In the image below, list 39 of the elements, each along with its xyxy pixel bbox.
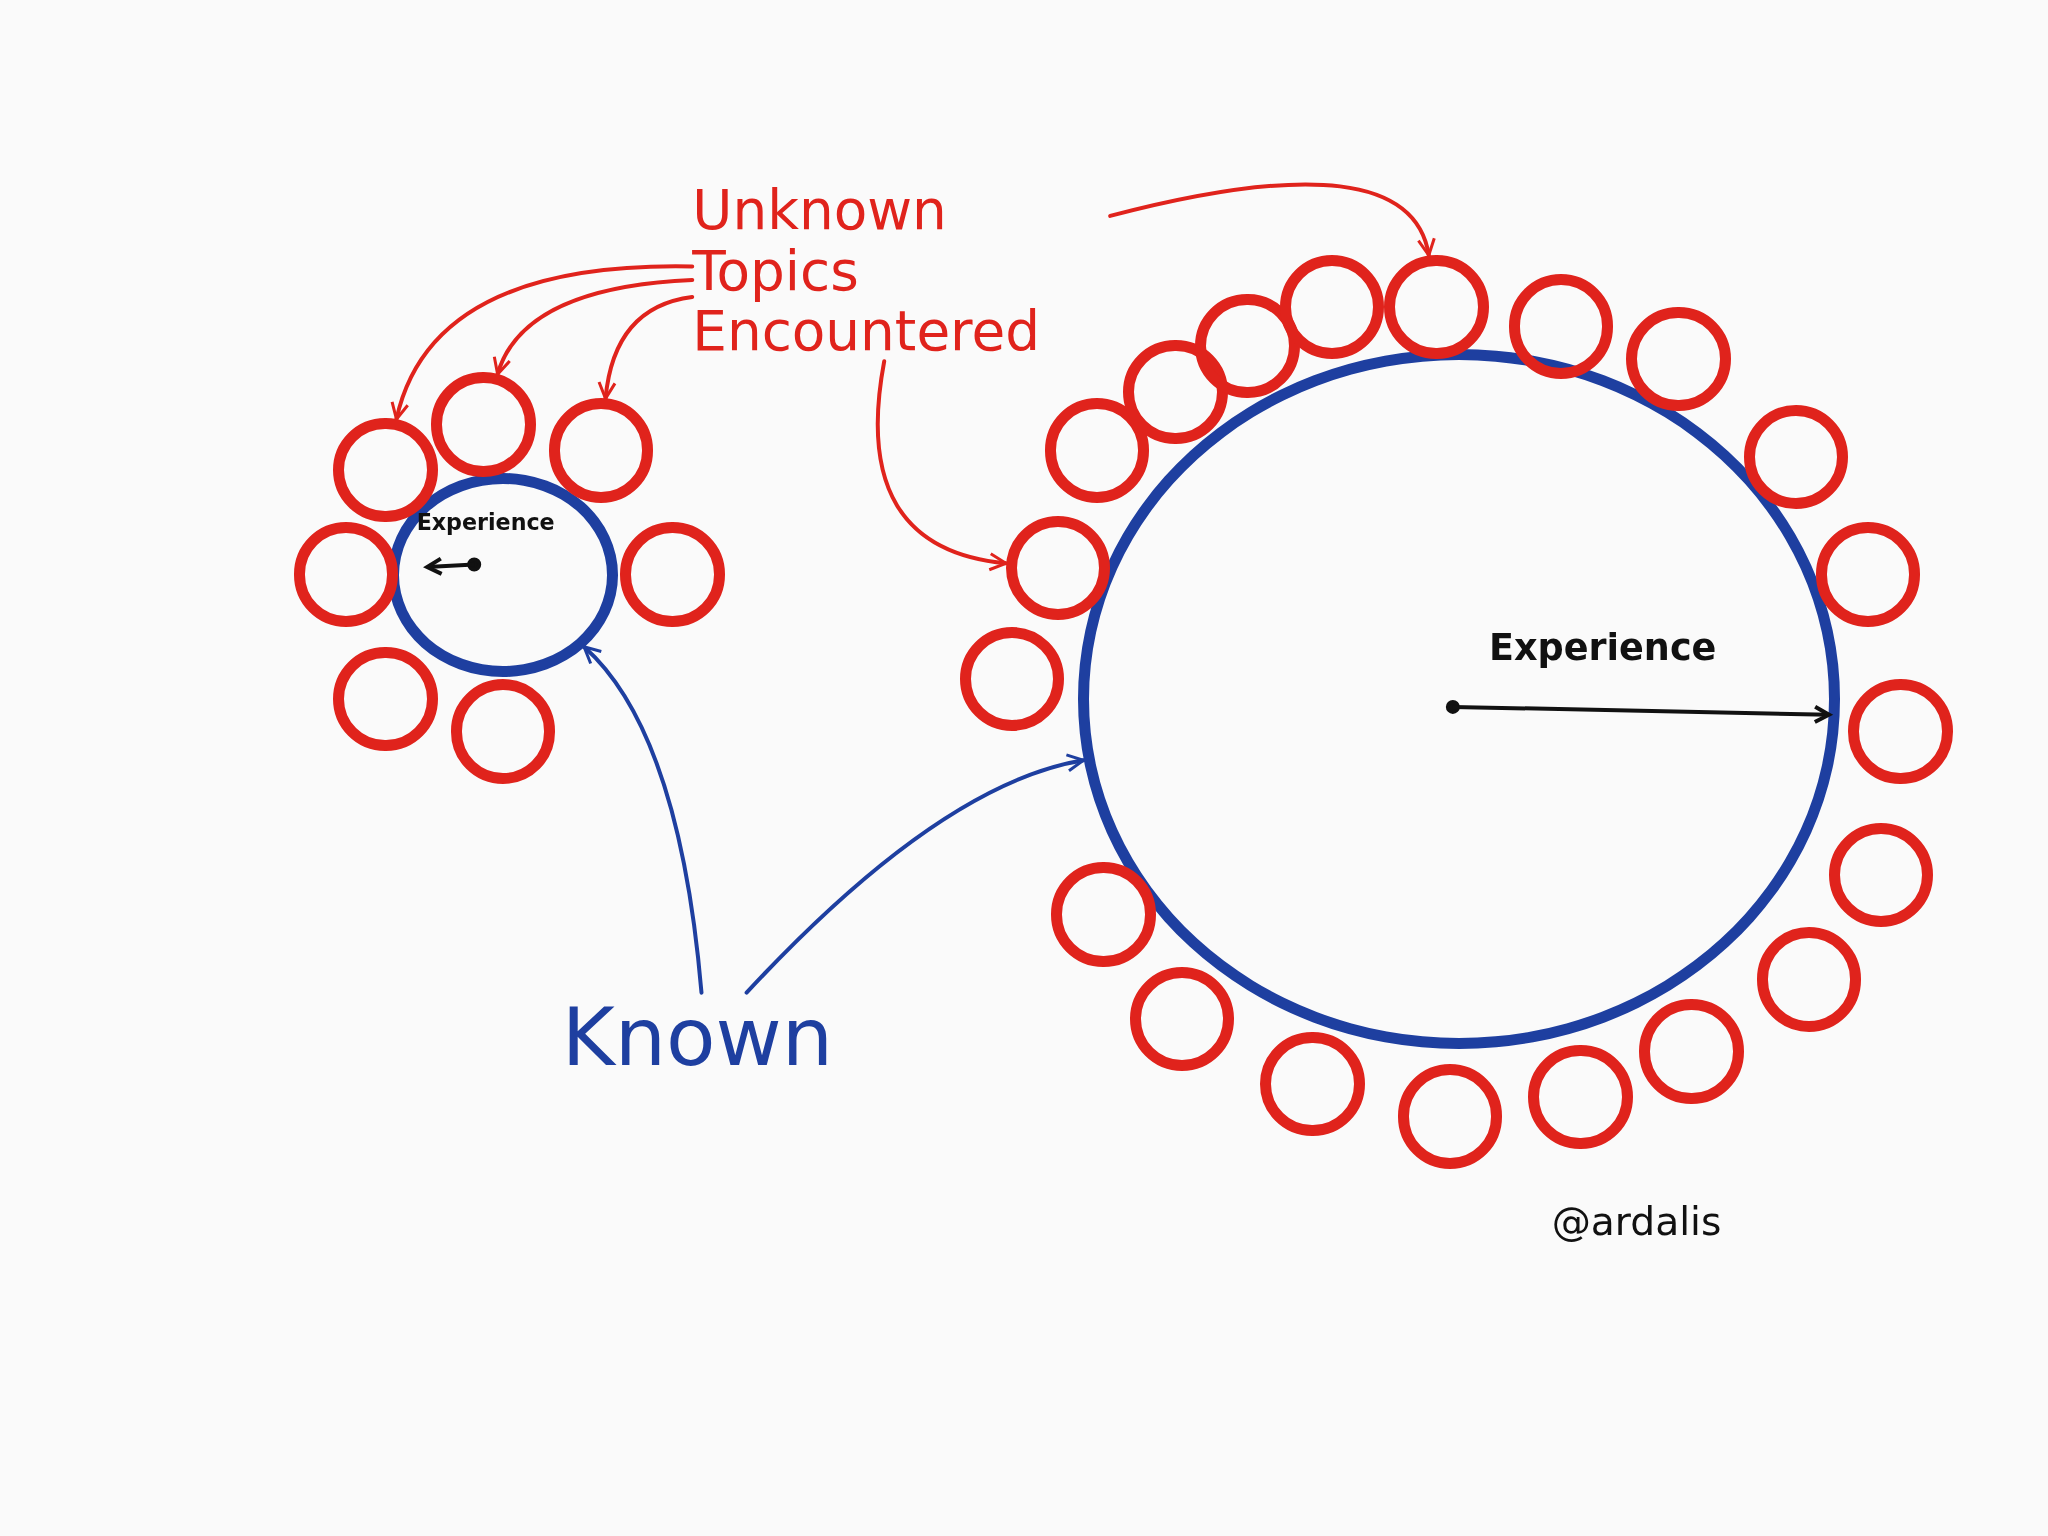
arrow [391,264,695,422]
experience-label: Experience [1488,625,1717,669]
circle-outline [1195,293,1300,399]
circle-outline [1123,339,1228,445]
arrow [744,754,1086,995]
arrow [598,295,695,401]
circle-outline [1626,306,1731,412]
circle-outline [1743,404,1849,510]
circle-outline [548,398,654,503]
experience-label: Experience [416,509,555,536]
arrow [494,277,695,377]
circle-outline [1260,1031,1365,1137]
circle-outline [293,522,399,627]
circle-outline [1280,254,1385,360]
circle-outline [431,372,536,477]
circle-outline [1756,927,1862,1032]
circle-outline [1005,515,1111,621]
circle-outline [1528,1044,1633,1150]
circle-outline [1384,254,1489,360]
circle-outline [1848,679,1953,784]
circle-outline [1397,1064,1503,1169]
arrow [875,359,1008,571]
circle-outline [1129,966,1235,1071]
circle-outline [1639,999,1744,1104]
circle-outline [1044,398,1150,503]
circle-outline [1508,274,1614,379]
circle-outline [1815,522,1920,627]
signature-text: @ardalis [1551,1199,1722,1244]
arrow [1108,182,1434,258]
annotation-text: Known [561,992,849,1082]
circle-outline [333,646,438,751]
annotation-text: Unknown Topics Encountered [692,180,1111,362]
circle-outline [960,626,1065,732]
circle-outline [620,522,725,627]
circle-outline [1828,822,1934,928]
circle-outline [450,679,556,784]
circle-outline [1051,862,1156,967]
known-circle [1077,348,1841,1049]
arrow [582,644,704,995]
